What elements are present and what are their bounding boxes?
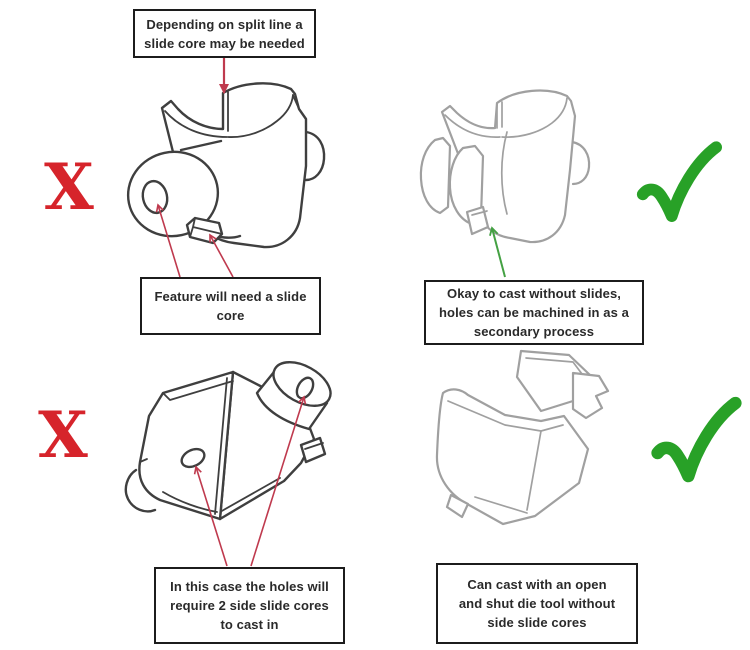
note-line: core [216,308,245,323]
part-body [435,349,610,526]
stepped-flange [571,371,610,420]
accept-check-icon [636,141,722,222]
note-line: and shut die tool without [458,596,616,611]
note-line: Depending on split line a [146,16,303,32]
note-line: Feature will need a slide [154,289,307,304]
note-line: In this case the holes will [170,579,329,594]
note-two-side-cores: In this case the holes will require 2 si… [154,567,345,644]
note-open-shut-die: Can cast with an open and shut die tool … [436,563,638,644]
part-drawing-clevis-castable [435,349,610,526]
note-line: side slide cores [487,615,587,630]
split-boss-half-left [419,136,452,215]
reject-x-icon: X [44,150,94,225]
plate-hole [180,447,206,469]
note-line: slide core may be needed [144,35,305,51]
note-line: secondary process [473,324,595,339]
bottom-tab [465,205,490,236]
part-drawing-split-boss-castable [419,89,591,244]
accept-check-icon [651,396,742,483]
boss-cylinder [126,150,220,238]
note-line: Can cast with an open [467,577,607,592]
part-body [126,82,326,249]
note-split-line: Depending on split line a slide core may… [133,9,316,58]
note-line: holes can be machined in as a [438,305,630,320]
note-line: Okay to cast without slides, [446,286,621,301]
note-line: require 2 side slide cores [170,598,329,613]
note-feature-slide-core: Feature will need a slide core [140,277,321,335]
reject-x-icon: X [38,398,88,473]
note-line: to cast in [220,617,279,632]
bottom-tab [445,493,470,519]
part-drawing-clevis-with-holes [124,361,332,521]
note-okay-without-slides: Okay to cast without slides, holes can b… [424,280,644,345]
part-body [124,361,332,521]
part-drawing-boss-needs-slide-core [126,82,326,249]
part-body [419,89,591,244]
